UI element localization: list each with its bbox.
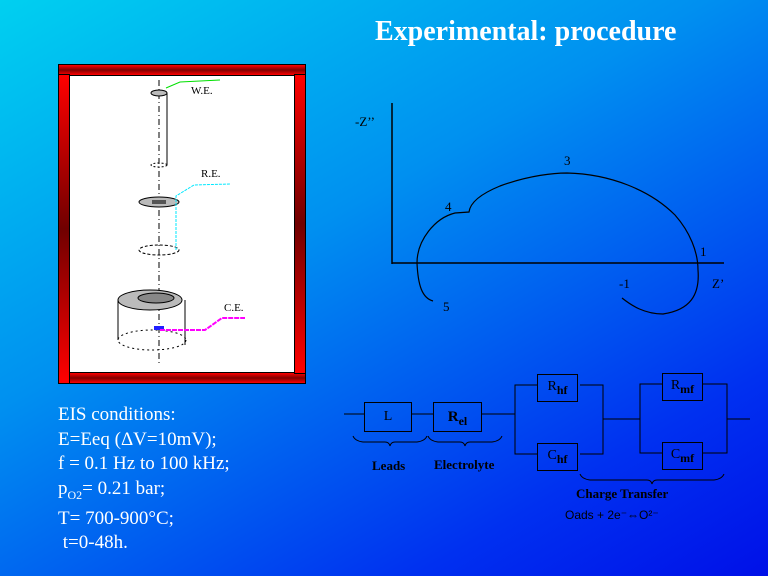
point-4: 4: [445, 199, 452, 214]
capacitor-Chf: Chf: [537, 443, 578, 471]
re-label: R.E.: [201, 168, 221, 180]
cond-heading: EIS conditions:: [58, 404, 176, 425]
cond-frequency: f = 0.1 Hz to 100 kHz;: [58, 453, 230, 474]
cond-time: t=0-48h.: [58, 532, 128, 554]
reaction-label: Oads + 2e⁻⇔O²⁻: [565, 508, 659, 522]
point-3: 3: [564, 153, 571, 168]
point-minus-1: -1: [619, 276, 630, 291]
resistor-Rhf: Rhf: [537, 374, 578, 402]
electrolyte-label: Electrolyte: [434, 457, 495, 472]
leads-label: Leads: [372, 458, 406, 473]
impedance-curve: [416, 172, 699, 315]
point-5: 5: [443, 299, 450, 314]
cond-po2: pO2= 0.21 bar;: [58, 477, 166, 502]
point-1: 1: [700, 244, 707, 259]
we-label: W.E.: [191, 85, 213, 97]
y-axis-label: -Z’’: [355, 114, 375, 129]
slide-title: Experimental: procedure: [375, 16, 677, 47]
resistor-Rel: Rel: [433, 402, 482, 432]
inductor-L: L: [364, 402, 412, 432]
ce-label: C.E.: [224, 302, 244, 314]
cond-temperature: T= 700-900°C;: [58, 507, 174, 529]
x-axis-label: Z’: [712, 276, 725, 291]
charge-transfer-label: Charge Transfer: [576, 486, 669, 501]
capacitor-Cmf: Cmf: [662, 442, 703, 470]
cond-potential: E=Eeq (ΔV=10mV);: [58, 428, 217, 450]
resistor-Rmf: Rmf: [662, 373, 703, 401]
eis-conditions: EIS conditions: E=Eeq (ΔV=10mV); f = 0.1…: [58, 403, 230, 556]
